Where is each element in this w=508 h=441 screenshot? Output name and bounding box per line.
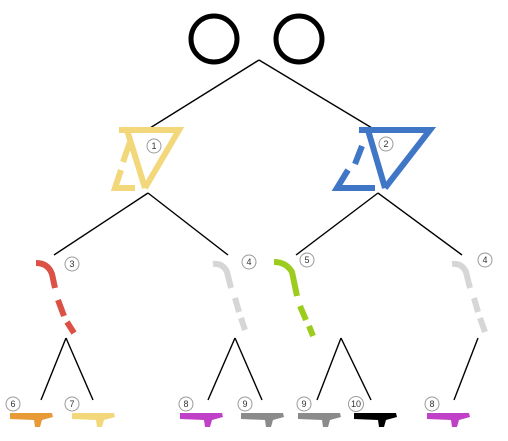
part-gray-right-node: 9 (296, 396, 341, 427)
bike-frame-icon (110, 127, 185, 191)
edge-fork3-part7 (65, 337, 94, 401)
fork-gray-left-node: 4 (212, 254, 257, 331)
node-badge: 3 (64, 256, 80, 272)
edge-fork5-part10 (340, 337, 372, 401)
bike-seat-icon (72, 413, 115, 427)
fork-red-node: 3 (35, 256, 80, 335)
node-label: 9 (242, 399, 247, 409)
bike-fork-icon (451, 260, 488, 334)
node-label: 9 (301, 399, 306, 409)
bike-seat-icon (10, 413, 53, 427)
edge-fork4-part8 (207, 337, 236, 401)
node-badge: 2 (378, 136, 394, 152)
edge-fork5-part9 (316, 337, 342, 401)
edge-frame2-fork4 (377, 192, 463, 256)
node-badge: 10 (348, 396, 364, 412)
bike-seat-icon (354, 413, 397, 427)
fork-gray-right-node: 4 (451, 252, 493, 334)
edge-frame1-fork4 (147, 192, 229, 256)
edge-fork4b-part8 (453, 337, 479, 401)
edge-fork4-part9 (234, 337, 263, 401)
node-label: 8 (183, 399, 188, 409)
edge-frame2-fork5 (295, 192, 379, 256)
edge-root-frame1 (149, 59, 260, 129)
node-badge: 7 (64, 396, 80, 412)
part-purple-right-node: 8 (424, 396, 470, 427)
part-yellow-node: 7 (64, 396, 115, 427)
node-label: 4 (482, 255, 487, 265)
part-black-node: 10 (348, 396, 397, 427)
bike-fork-icon (35, 260, 77, 335)
edge-root-frame2 (258, 59, 373, 129)
bike-fork-icon (273, 259, 316, 338)
bike-seat-icon (180, 413, 223, 427)
part-purple-left-node: 8 (178, 396, 223, 427)
bike-seat-icon (427, 413, 470, 427)
node-badge: 9 (296, 396, 312, 412)
part-gray-left-node: 9 (237, 396, 284, 427)
node-badge: 8 (424, 396, 440, 412)
bike-frame-icon (331, 127, 437, 191)
node-badge: 5 (299, 252, 315, 268)
node-label: 3 (69, 259, 74, 269)
bike-seat-icon (241, 413, 284, 427)
wheel-icon (188, 13, 240, 65)
node-label: 8 (429, 399, 434, 409)
node-badge: 4 (241, 254, 257, 270)
node-label: 6 (10, 399, 15, 409)
bike-fork-icon (212, 260, 248, 331)
node-label: 2 (383, 139, 388, 149)
node-badge: 9 (237, 396, 253, 412)
root-wheels (188, 13, 325, 65)
edge-fork3-part6 (40, 337, 67, 401)
wheel-icon (273, 13, 325, 65)
tree-edges (40, 59, 479, 401)
node-badge: 6 (5, 396, 21, 412)
node-badge: 4 (477, 252, 493, 268)
bike-seat-icon (298, 413, 341, 427)
node-label: 5 (304, 255, 309, 265)
fork-green-node: 5 (273, 252, 316, 338)
node-label: 1 (151, 141, 156, 151)
node-label: 4 (246, 257, 251, 267)
frame-right-node: 2 (331, 127, 437, 191)
part-orange-node: 6 (5, 396, 53, 427)
node-label: 10 (351, 399, 361, 409)
frame-left-node: 1 (110, 127, 185, 191)
node-badge: 1 (146, 138, 162, 154)
node-badge: 8 (178, 396, 194, 412)
edge-frame1-fork3 (53, 192, 149, 256)
node-label: 7 (69, 399, 74, 409)
